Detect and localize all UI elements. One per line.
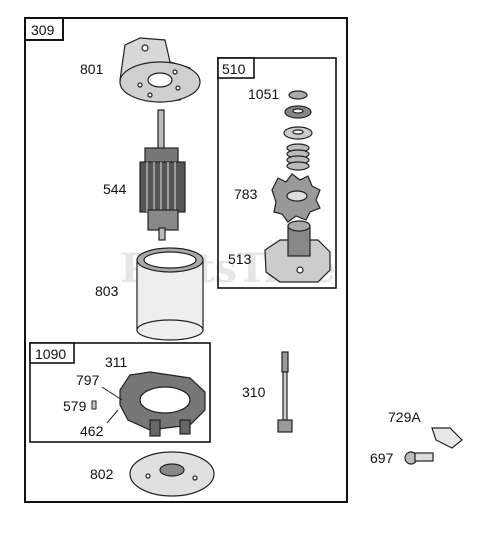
part-801-end-cap [119,37,201,103]
part-802-label: 802 [90,466,114,482]
subassembly-1090-frame [29,342,211,443]
part-311-brush-holder [119,371,206,437]
part-310-label: 310 [242,384,266,400]
part-729A-label: 729A [388,409,421,425]
part-697-screw [404,451,434,465]
part-1051-label: 1051 [248,86,279,102]
part-802-plate [129,451,215,497]
assembly-309-label: 309 [31,22,55,38]
subassembly-510-label: 510 [222,61,246,77]
part-579-label: 579 [63,398,87,414]
part-544-armature [139,109,186,241]
assembly-309-frame [24,17,348,503]
part-513-drive [264,220,331,283]
part-697-label: 697 [370,450,394,466]
part-801-label: 801 [80,61,104,77]
part-729A-bracket [431,427,463,449]
part-513-label: 513 [228,251,252,267]
part-544-label: 544 [103,181,127,197]
part-783-gear [271,173,321,223]
part-311-label: 311 [105,354,128,370]
part-803-label: 803 [95,283,119,299]
subassembly-1090-label: 1090 [35,346,66,362]
subassembly-510-tag [217,57,255,79]
subassembly-510-frame [217,57,337,289]
part-462-leader [106,409,119,424]
part-1051-retainer [283,90,313,140]
spring-graphic [286,143,310,171]
part-579-washer [91,400,97,410]
assembly-309-tag [24,17,64,41]
part-797-label: 797 [76,372,100,388]
part-803-housing [136,247,204,341]
part-783-label: 783 [234,186,258,202]
subassembly-1090-tag [29,342,75,364]
part-797-leader [101,386,123,401]
part-310-through-bolt [277,351,293,433]
part-462-label: 462 [80,423,104,439]
